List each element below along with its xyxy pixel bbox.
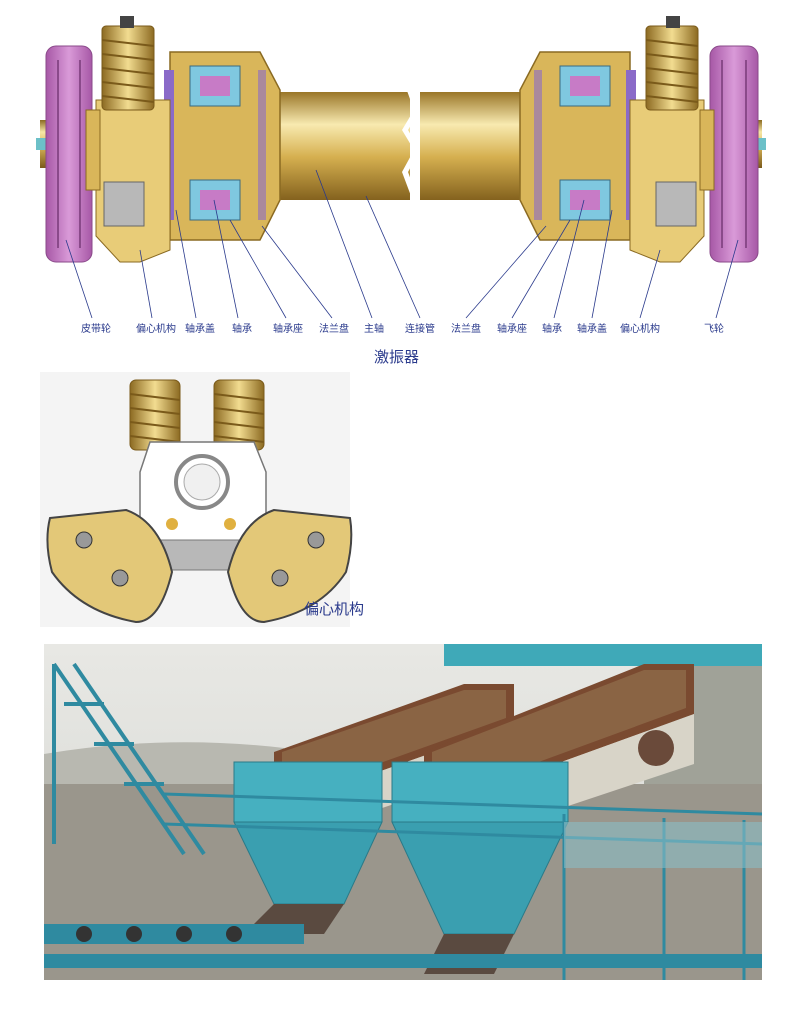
eccentric-left-spring: [129, 379, 181, 451]
label-main-shaft: 主轴: [364, 324, 384, 335]
label-belt-pulley: 皮带轮: [81, 324, 111, 335]
eccentric-housing: [139, 441, 267, 571]
eccentric-caption: 偏心机构: [304, 600, 365, 618]
label-bearing-cover-right: 轴承盖: [577, 324, 607, 335]
photo-scene: [44, 644, 762, 980]
label-flange-left: 法兰盘: [319, 324, 349, 335]
left-eccentric-block: [95, 99, 171, 263]
eccentric-left-weight: [46, 508, 174, 624]
foreground-conveyors: [44, 924, 762, 968]
left-bearing-housing: [164, 51, 281, 241]
eccentric-drawing: [40, 372, 353, 627]
label-bearing-cover-left: 轴承盖: [185, 324, 215, 335]
eccentric-right-weight: [226, 508, 353, 624]
label-flywheel: 飞轮: [704, 324, 724, 335]
leader-lines: [65, 169, 739, 319]
right-spring: [645, 16, 699, 111]
exciter-drawing: [36, 16, 766, 319]
flywheel: [699, 45, 759, 263]
label-eccentric-right: 偏心机构: [620, 324, 660, 335]
connecting-tube: [250, 88, 560, 204]
belt-pulley: [45, 45, 101, 263]
left-spring: [101, 16, 155, 111]
conveyor-belt: [52, 662, 206, 856]
exciter-diagram: 皮带轮 偏心机构 轴承盖 轴承 轴承座 法兰盘 主轴 连接管 法兰盘 轴承座 轴…: [0, 0, 800, 370]
vibrating-screen-photo: [44, 644, 762, 980]
label-flange-right: 法兰盘: [451, 324, 481, 335]
right-eccentric-block: [629, 99, 705, 263]
label-bearing-right: 轴承: [542, 324, 562, 335]
label-bearing-left: 轴承: [232, 324, 252, 335]
label-connecting-tube: 连接管: [405, 324, 435, 335]
eccentric-mechanism-diagram: 偏心机构: [40, 372, 400, 632]
label-eccentric-left: 偏心机构: [136, 324, 176, 335]
label-bearing-seat-left: 轴承座: [273, 324, 303, 335]
right-bearing-housing: [519, 51, 636, 241]
eccentric-right-spring: [213, 379, 265, 451]
exciter-caption: 激振器: [374, 348, 420, 366]
label-bearing-seat-right: 轴承座: [497, 324, 527, 335]
